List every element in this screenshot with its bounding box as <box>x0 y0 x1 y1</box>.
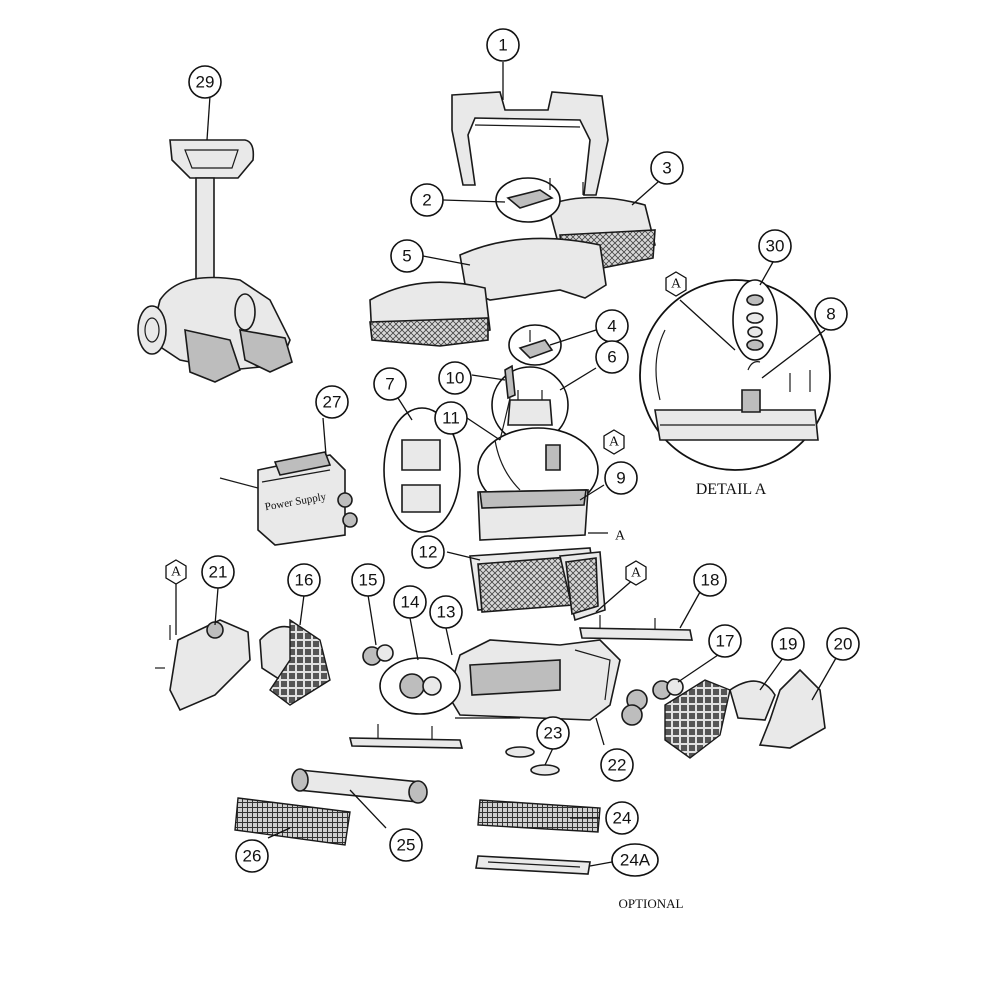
callout-20: 20 <box>826 627 860 661</box>
clip-set-part <box>383 407 461 533</box>
svg-text:A: A <box>631 566 642 581</box>
side-plate-right <box>758 668 826 749</box>
svg-text:17: 17 <box>716 632 735 651</box>
callout-12: 12 <box>411 535 445 569</box>
clip-part <box>508 324 562 366</box>
callout-3: 3 <box>650 151 684 185</box>
callout-27: 27 <box>315 385 349 419</box>
svg-text:8: 8 <box>826 305 835 324</box>
section-mark-a-2: A <box>603 429 625 455</box>
section-mark-a-6: A <box>666 272 686 296</box>
svg-text:24A: 24A <box>620 851 651 870</box>
callout-26: 26 <box>235 839 269 873</box>
callout-23: 23 <box>536 716 570 750</box>
caddy-cart <box>137 139 293 383</box>
callout-8: 8 <box>814 297 848 331</box>
svg-text:11: 11 <box>442 409 460 428</box>
power-supply: Power Supply <box>219 451 358 546</box>
callout-19: 19 <box>771 627 805 661</box>
svg-text:9: 9 <box>616 469 625 488</box>
svg-text:10: 10 <box>446 369 465 388</box>
callout-2: 2 <box>410 183 444 217</box>
brush-strip-part <box>477 799 601 833</box>
svg-text:25: 25 <box>397 836 416 855</box>
svg-text:3: 3 <box>662 159 671 178</box>
callout-10: 10 <box>438 361 472 395</box>
callout-1: 1 <box>486 28 520 62</box>
callout-17: 17 <box>708 624 742 658</box>
small-cap-part <box>495 177 584 223</box>
svg-text:5: 5 <box>402 247 411 266</box>
handle-part <box>451 91 609 196</box>
svg-text:26: 26 <box>243 847 262 866</box>
svg-text:19: 19 <box>779 635 798 654</box>
rail-part-lower <box>348 724 464 749</box>
callout-13: 13 <box>429 595 463 629</box>
svg-text:A: A <box>171 565 182 580</box>
cable-part <box>499 364 516 441</box>
leader-lines <box>175 62 837 867</box>
callout-15: 15 <box>351 563 385 597</box>
section-mark-a-3: A <box>615 529 626 544</box>
side-plate-left <box>155 619 251 712</box>
bearing-part-15 <box>362 644 394 666</box>
callout-6: 6 <box>595 340 629 374</box>
svg-text:7: 7 <box>385 375 394 394</box>
callout-11: 11 <box>434 401 468 435</box>
callout-7: 7 <box>373 367 407 401</box>
top-cover-left <box>369 237 607 347</box>
svg-text:12: 12 <box>419 543 438 562</box>
svg-text:A: A <box>609 435 620 450</box>
motor-unit-part <box>477 427 599 541</box>
svg-text:14: 14 <box>401 593 420 612</box>
wheel-part-14 <box>379 657 461 715</box>
filter-basket <box>469 547 606 622</box>
svg-text:15: 15 <box>359 571 378 590</box>
section-mark-a-5: A <box>625 560 647 586</box>
svg-text:4: 4 <box>607 317 616 336</box>
brush-roller <box>291 768 428 804</box>
svg-text:2: 2 <box>422 191 431 210</box>
callout-29: 29 <box>188 65 222 99</box>
callout-4: 4 <box>595 309 629 343</box>
chassis-part <box>447 639 648 726</box>
callout-25: 25 <box>389 828 423 862</box>
section-mark-a-4: A <box>165 559 187 585</box>
detail-a-caption: DETAIL A <box>696 481 767 498</box>
callout-14: 14 <box>393 585 427 619</box>
callout-30: 30 <box>758 229 792 263</box>
svg-text:30: 30 <box>766 237 785 256</box>
callout-18: 18 <box>693 563 727 597</box>
svg-text:A: A <box>671 277 682 292</box>
section-mark-a-1: A <box>665 271 687 297</box>
svg-text:20: 20 <box>834 635 853 654</box>
svg-text:6: 6 <box>607 348 616 367</box>
optional-strip-part <box>475 855 591 875</box>
brush-part <box>234 797 351 846</box>
track-left <box>259 618 331 706</box>
svg-text:22: 22 <box>608 756 627 775</box>
callout-16: 16 <box>287 563 321 597</box>
svg-text:1: 1 <box>498 36 507 55</box>
svg-text:24: 24 <box>613 809 632 828</box>
svg-text:27: 27 <box>323 393 342 412</box>
callout-22: 22 <box>600 748 634 782</box>
optional-caption: OPTIONAL <box>619 896 684 911</box>
callout-5: 5 <box>390 239 424 273</box>
svg-text:A: A <box>615 529 626 544</box>
callout-24a: 24A <box>611 843 659 877</box>
svg-text:16: 16 <box>295 571 314 590</box>
callout-21: 21 <box>201 555 235 589</box>
detail-a-view <box>639 279 831 471</box>
svg-text:21: 21 <box>209 563 228 582</box>
svg-text:13: 13 <box>437 603 456 622</box>
svg-text:18: 18 <box>701 571 720 590</box>
bearing-part-17 <box>652 678 684 700</box>
callout-9: 9 <box>604 461 638 495</box>
rail-part-18 <box>579 615 693 641</box>
callout-24: 24 <box>605 801 639 835</box>
svg-text:29: 29 <box>196 73 215 92</box>
svg-text:23: 23 <box>544 724 563 743</box>
